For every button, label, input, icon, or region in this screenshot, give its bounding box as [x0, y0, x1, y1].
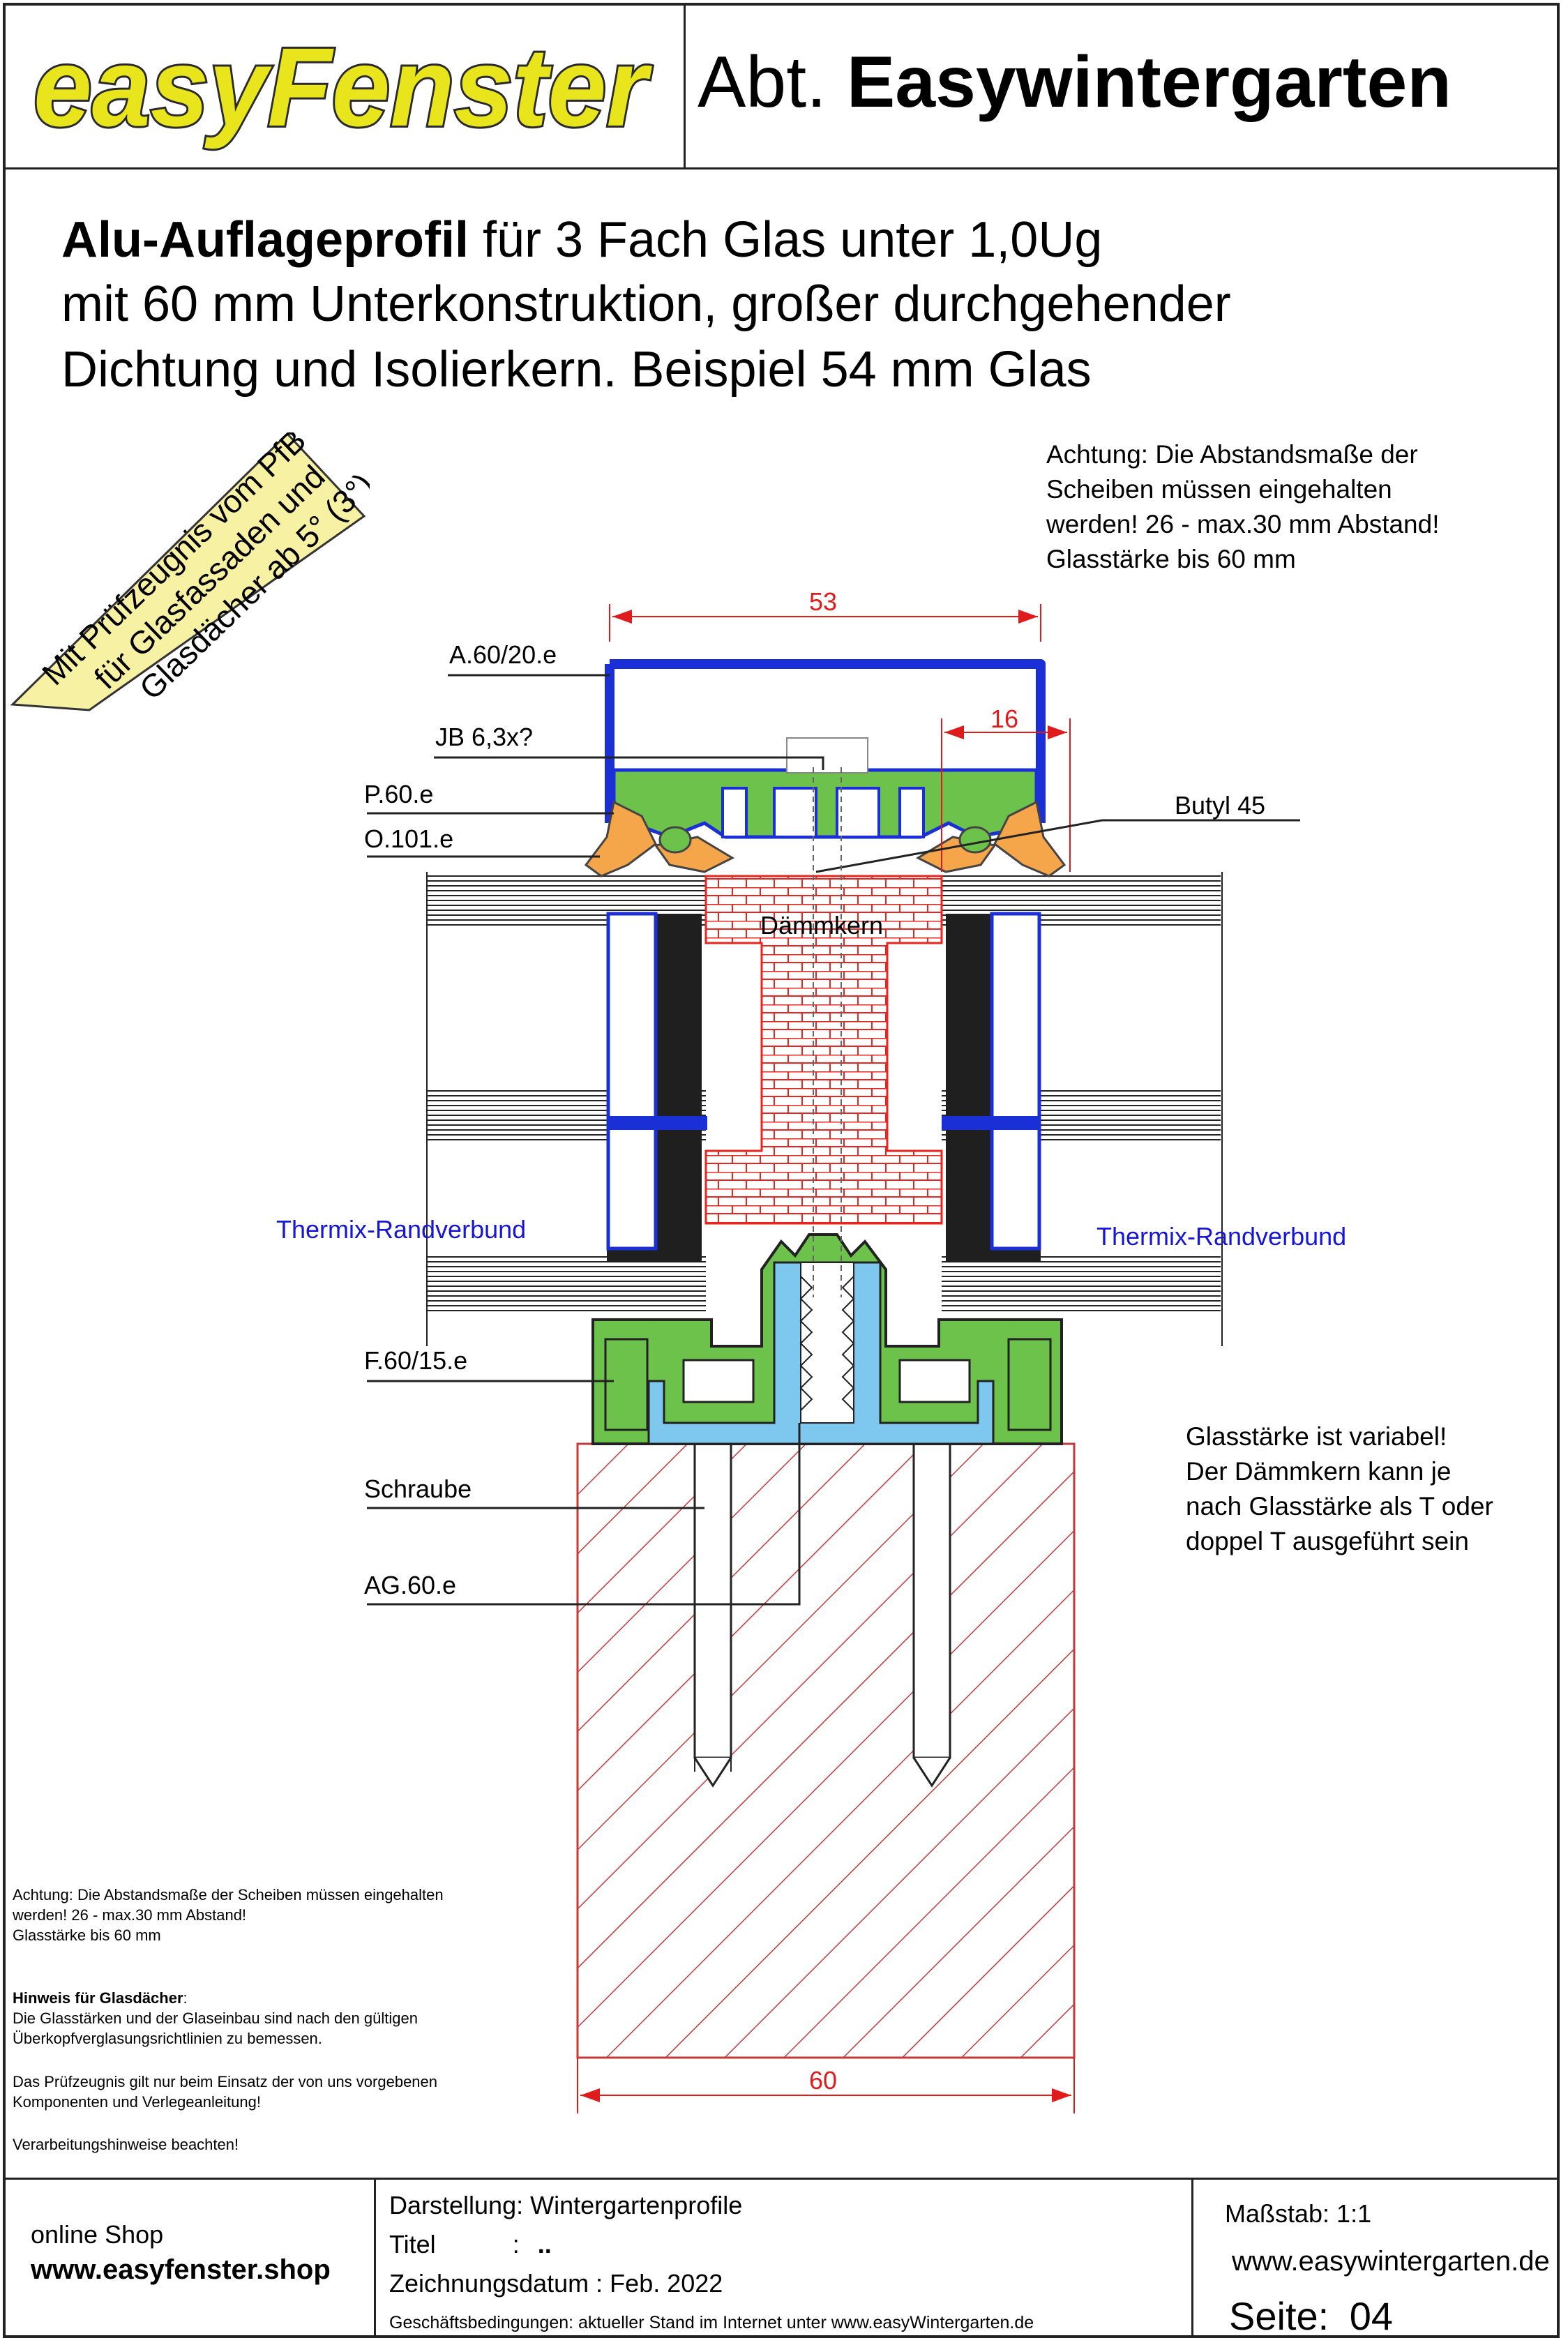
label-adapter: AG.60.e [364, 1571, 457, 1599]
note-bottom-line-8: Komponenten und Verlegeanleitung! [13, 2093, 261, 2111]
easyfenster-logo: easyFenster [31, 27, 654, 151]
title-line-3: Dichtung und Isolierkern. Beispiel 54 mm… [61, 342, 1092, 398]
footer-page-label: Seite: [1229, 2294, 1329, 2338]
note-bottom-line-9: Verarbeitungshinweise beachten! [13, 2136, 239, 2153]
header-divider [3, 167, 1560, 169]
screw-axis [813, 767, 842, 1297]
title-line-2: mit 60 mm Unterkonstruktion, großer durc… [61, 276, 1231, 332]
logo-text: easyFenster [33, 27, 652, 149]
note-right-line-2: Der Dämmkern kann je [1186, 1457, 1452, 1486]
drawing-frame [3, 3, 1560, 2338]
department-name: Easywintergarten [846, 42, 1452, 123]
note-bottom-line-1: Achtung: Die Abstandsmaße der Scheiben m… [13, 1886, 444, 1903]
footer-darstellung: Darstellung: Wintergartenprofile [389, 2191, 743, 2219]
note-bottom-hint-colon: : [183, 1989, 188, 2007]
note-bottom-hint-bold: Hinweis für Glasdächer [13, 1989, 183, 2007]
note-top-line-4: Glasstärke bis 60 mm [1046, 545, 1296, 573]
footer-divider [3, 2178, 1560, 2180]
label-screw: Schraube [364, 1475, 472, 1503]
glass-pane-right [942, 872, 1221, 1311]
title-bold: Alu-Auflageprofil [61, 212, 469, 268]
footer-web[interactable]: www.easywintergarten.de [1232, 2246, 1550, 2277]
label-edge-right: Thermix-Randverbund [1096, 1222, 1347, 1251]
title-line-1-rest: für 3 Fach Glas unter 1,0Ug [468, 212, 1103, 268]
footer-shop-url[interactable]: www.easyfenster.shop [31, 2254, 331, 2285]
leader-lines [367, 674, 1300, 1606]
note-bottom-line-4: Hinweis für Glasdächer: [13, 1988, 188, 2008]
note-right-line-4: doppel T ausgeführt sein [1186, 1527, 1469, 1555]
note-top-line-2: Scheiben müssen eingehalten [1046, 475, 1392, 504]
header-vertical-divider [684, 3, 686, 169]
adapter-profile [647, 1261, 995, 1445]
note-top-line-1: Achtung: Die Abstandsmaße der [1046, 440, 1418, 469]
screw-right [912, 1408, 951, 1788]
footer-datum: Zeichnungsdatum : Feb. 2022 [389, 2269, 723, 2298]
certificate-stamp: Mit Prüfzeugnis vom PfB für Glasfassaden… [7, 422, 380, 711]
department-prefix: Abt. [698, 42, 827, 123]
label-cap-profile: A.60/20.e [449, 640, 557, 669]
note-right-line-1: Glasstärke ist variabel! [1186, 1422, 1447, 1451]
insulation-core [704, 875, 943, 1225]
label-base-profile: F.60/15.e [364, 1346, 468, 1375]
footer-agb: Geschäftsbedingungen: aktueller Stand im… [389, 2313, 1034, 2332]
footer-vertical-divider-1 [374, 2179, 376, 2338]
dimension-bottom [577, 2058, 1075, 2113]
dimension-top-value: 53 [809, 587, 838, 616]
note-top-line-3: werden! 26 - max.30 mm Abstand! [1046, 510, 1440, 538]
note-bottom-line-6: Überkopfverglasungsrichtlinien zu bemess… [13, 2030, 322, 2047]
footer-titel-colon: : [512, 2230, 520, 2259]
note-bottom-line-2: werden! 26 - max.30 mm Abstand! [13, 1906, 247, 1924]
label-screw-top: JB 6,3x? [435, 723, 534, 751]
pressure-profile [612, 737, 1039, 839]
note-bottom-line-3: Glasstärke bis 60 mm [13, 1926, 161, 1944]
department-heading: Abt. Easywintergarten [698, 40, 1452, 124]
footer-titel-label: Titel [389, 2230, 436, 2259]
footer-titel-value: .. [537, 2230, 552, 2259]
note-bottom-line-7: Das Prüfzeugnis gilt nur beim Einsatz de… [13, 2073, 438, 2090]
label-butyl: Butyl 45 [1175, 791, 1266, 820]
dimension-bottom-value: 60 [809, 2066, 838, 2095]
dimension-top [609, 604, 1041, 642]
cap-profile [605, 659, 1046, 823]
footer-shop-label: online Shop [31, 2220, 164, 2249]
label-insulation-core: Dämmkern [760, 911, 884, 940]
dimension-seal [941, 718, 1071, 872]
footer-page-number: 04 [1349, 2294, 1394, 2338]
footer-titel: Titel:.. [389, 2229, 552, 2260]
screw-left [693, 1408, 732, 1788]
title-line-1: Alu-Auflageprofil für 3 Fach Glas unter … [61, 209, 1102, 271]
label-outer-seal: O.101.e [364, 824, 454, 853]
dimension-seal-value: 16 [990, 704, 1019, 733]
note-bottom-line-5: Die Glasstärken und der Glaseinbau sind … [13, 2010, 418, 2027]
footer-page: Seite: 04 [1229, 2293, 1393, 2339]
label-pressure-profile: P.60.e [364, 780, 434, 808]
outer-seal-right [915, 800, 1066, 877]
footer-vertical-divider-2 [1191, 2179, 1193, 2338]
footer-massstab: Maßstab: 1:1 [1225, 2199, 1372, 2228]
glass-pane-left [427, 872, 707, 1311]
label-edge-left: Thermix-Randverbund [276, 1215, 527, 1244]
outer-seal-left [584, 800, 735, 877]
timber-substructure [576, 1442, 1076, 2059]
note-right-line-3: nach Glasstärke als T oder [1186, 1492, 1493, 1521]
